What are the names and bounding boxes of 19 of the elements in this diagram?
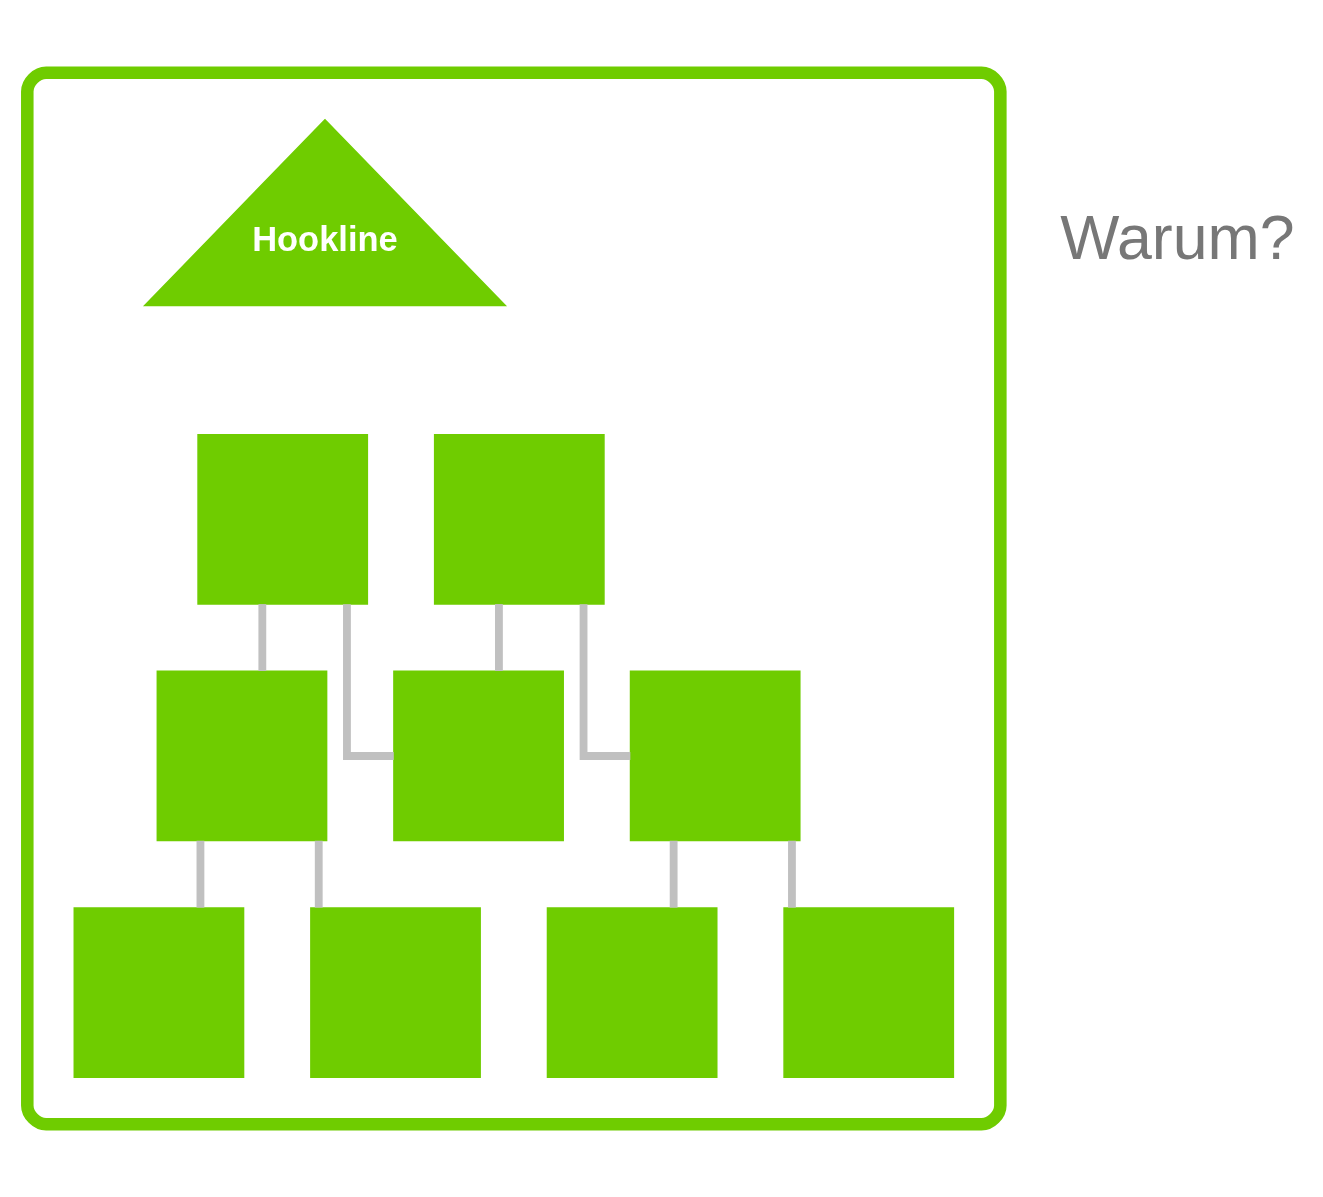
connector [579, 604, 631, 760]
cluster [21, 66, 1007, 1131]
connector [258, 604, 267, 671]
node-box [310, 907, 481, 1078]
node-box [629, 670, 801, 842]
node-box [197, 433, 369, 605]
connector [788, 840, 796, 908]
node-box [783, 907, 955, 1078]
connector [314, 840, 323, 908]
node-box [393, 670, 564, 842]
label: Warum? [1060, 202, 1295, 273]
connector [669, 840, 678, 908]
node-box [433, 433, 605, 605]
node-box [156, 670, 328, 842]
node-box [73, 907, 245, 1078]
node-box [546, 907, 718, 1078]
connector [196, 840, 205, 908]
connector [343, 604, 394, 760]
connector [495, 604, 503, 671]
